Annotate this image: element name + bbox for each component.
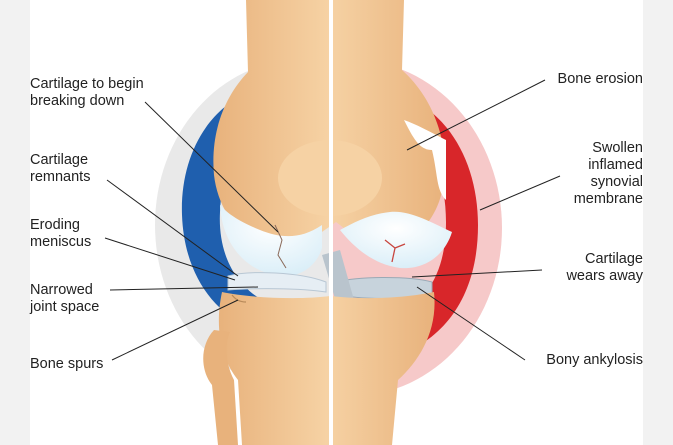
leader-bony-ankylosis bbox=[416, 286, 526, 361]
cartilage-crack-left bbox=[274, 224, 287, 269]
fibula-bone bbox=[203, 330, 238, 445]
left-margin-strip bbox=[0, 0, 30, 445]
right-margin-strip bbox=[643, 0, 673, 445]
label-bony-ankylosis: Bony ankylosis bbox=[546, 352, 643, 368]
label-eroding-meniscus: Eroding meniscus bbox=[30, 217, 92, 250]
leader-narrowed-joint bbox=[109, 286, 259, 291]
tibia-bone bbox=[218, 292, 435, 445]
leader-lines bbox=[104, 79, 561, 361]
split-divider bbox=[329, 0, 333, 445]
label-narrowed-joint-space: Narrowed joint space bbox=[30, 282, 100, 315]
label-cartilage-wears-away: Cartilage wears away bbox=[566, 251, 643, 284]
leader-cartilage-breaking bbox=[144, 101, 279, 233]
inflamed-synovium-red bbox=[390, 92, 478, 355]
label-bone-erosion: Bone erosion bbox=[557, 71, 643, 87]
label-swollen-synovial-membrane: Swollen inflamed synovial membrane bbox=[573, 140, 643, 207]
leader-cartilage-remnants bbox=[106, 179, 239, 277]
leader-cartilage-wears bbox=[411, 269, 543, 278]
label-cartilage-remnants: Cartilage remnants bbox=[30, 152, 91, 185]
femur-bone bbox=[213, 0, 445, 247]
label-bone-spurs: Bone spurs bbox=[30, 356, 104, 372]
bone-erosion-notch bbox=[404, 120, 446, 200]
leader-bone-erosion bbox=[406, 79, 546, 151]
leader-bone-spurs bbox=[111, 299, 239, 361]
label-cartilage-breaking-down: Cartilage to begin breaking down bbox=[30, 76, 144, 109]
leader-synovial-membrane bbox=[479, 175, 561, 211]
bone-spur bbox=[231, 294, 247, 303]
leader-eroding-meniscus bbox=[104, 237, 236, 281]
cartilage-crack-right bbox=[384, 239, 406, 263]
femoral-cartilage-right bbox=[340, 211, 452, 269]
femoral-cartilage-left bbox=[220, 205, 322, 276]
healthy-synovium-blue bbox=[181, 92, 270, 328]
